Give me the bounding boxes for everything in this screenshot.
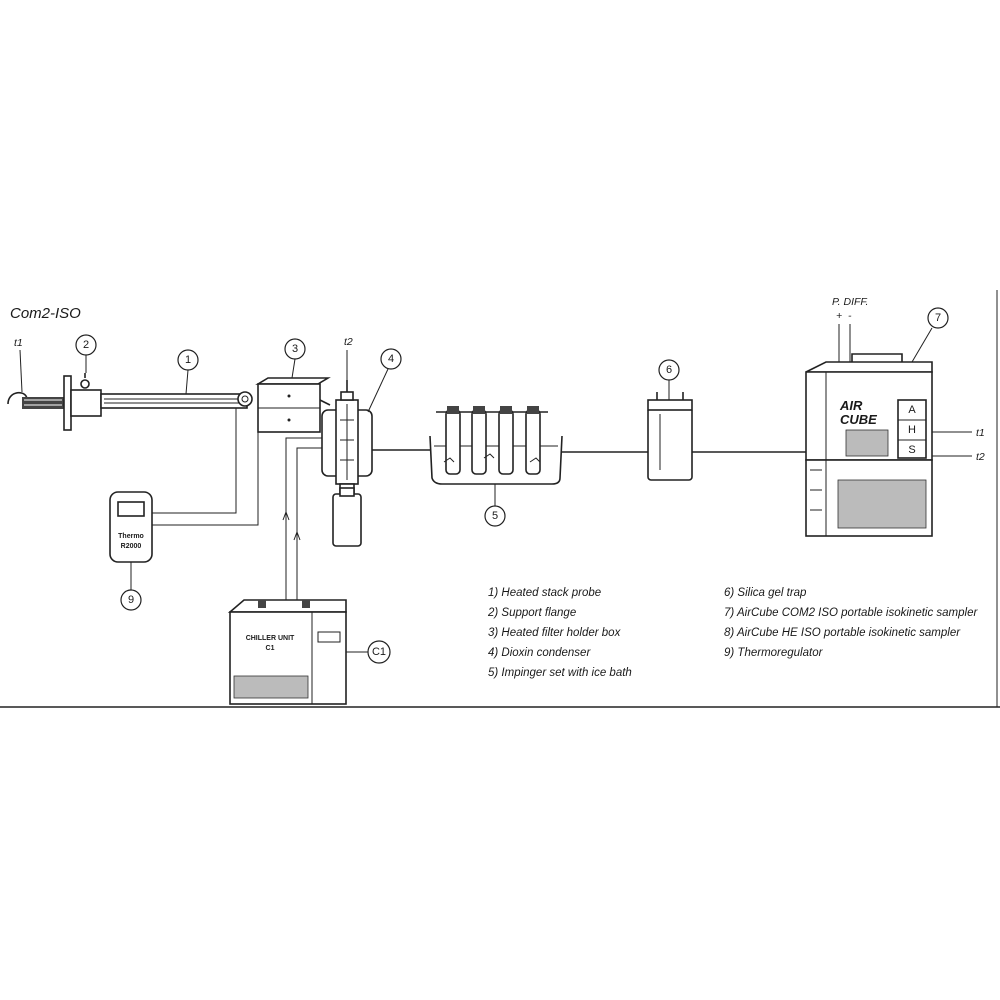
impinger-set — [429, 406, 563, 485]
panel-letter-h: H — [908, 424, 916, 436]
svg-text:1: 1 — [185, 354, 191, 366]
panel-letter-a: A — [908, 404, 916, 416]
svg-text:2: 2 — [83, 339, 89, 351]
panel-letter-s: S — [908, 444, 915, 456]
dioxin-condenser — [321, 380, 373, 547]
svg-text:7: 7 — [935, 312, 941, 324]
callout-4: 4 — [367, 348, 402, 413]
legend-item: 2) Support flange — [487, 607, 576, 619]
thermoregulator-model: R2000 — [121, 543, 142, 550]
signal-t2-top: t2 — [344, 336, 353, 348]
signal-t1-right: t1 — [976, 427, 985, 439]
thermoregulator-label: Thermo — [118, 533, 144, 540]
support-flange — [63, 373, 102, 431]
svg-text:C1: C1 — [372, 646, 386, 658]
svg-text:9: 9 — [128, 594, 134, 606]
signal-t1-left: t1 — [14, 337, 23, 349]
signal-plus: + — [836, 310, 842, 322]
heated-stack-probe — [100, 391, 253, 409]
callout-1: 1 — [177, 349, 199, 395]
callout-6: 6 — [658, 359, 680, 400]
chiller-sublabel: C1 — [266, 645, 275, 652]
callout-2: 2 — [75, 334, 97, 373]
legend-item: 6) Silica gel trap — [724, 587, 807, 599]
brand-line-1: AIR — [839, 398, 863, 413]
legend-item: 4) Dioxin condenser — [488, 647, 591, 659]
legend-item: 8) AirCube HE ISO portable isokinetic sa… — [724, 627, 961, 639]
legend: 1) Heated stack probe 2) Support flange … — [487, 587, 978, 679]
chiller-unit — [227, 599, 347, 705]
brand-line-2: CUBE — [840, 412, 877, 427]
signal-minus: - — [848, 310, 852, 322]
svg-text:6: 6 — [666, 364, 672, 376]
legend-item: 1) Heated stack probe — [488, 587, 601, 599]
svg-text:4: 4 — [388, 353, 394, 365]
legend-item: 9) Thermoregulator — [724, 647, 824, 659]
stack-probe-tip — [7, 391, 64, 409]
aircube-sampler — [805, 353, 933, 537]
callout-3: 3 — [284, 338, 306, 379]
thermoregulator — [109, 491, 153, 563]
chiller-label: CHILLER UNIT — [246, 635, 295, 642]
signal-pdiff: P. DIFF. — [832, 296, 868, 308]
connection-lines — [152, 400, 806, 600]
diagram-title: Com2-ISO — [10, 305, 81, 322]
callout-5: 5 — [484, 484, 506, 527]
silica-gel-trap — [647, 392, 693, 481]
svg-text:5: 5 — [492, 510, 498, 522]
svg-text:3: 3 — [292, 343, 298, 355]
signal-t2-right: t2 — [976, 451, 985, 463]
legend-item: 5) Impinger set with ice bath — [488, 667, 632, 679]
callout-7: 7 — [911, 307, 949, 363]
legend-item: 3) Heated filter holder box — [488, 627, 622, 639]
legend-item: 7) AirCube COM2 ISO portable isokinetic … — [724, 607, 978, 619]
callout-c1: C1 — [346, 640, 391, 664]
callout-9: 9 — [120, 562, 142, 611]
heated-filter-box — [255, 377, 331, 433]
